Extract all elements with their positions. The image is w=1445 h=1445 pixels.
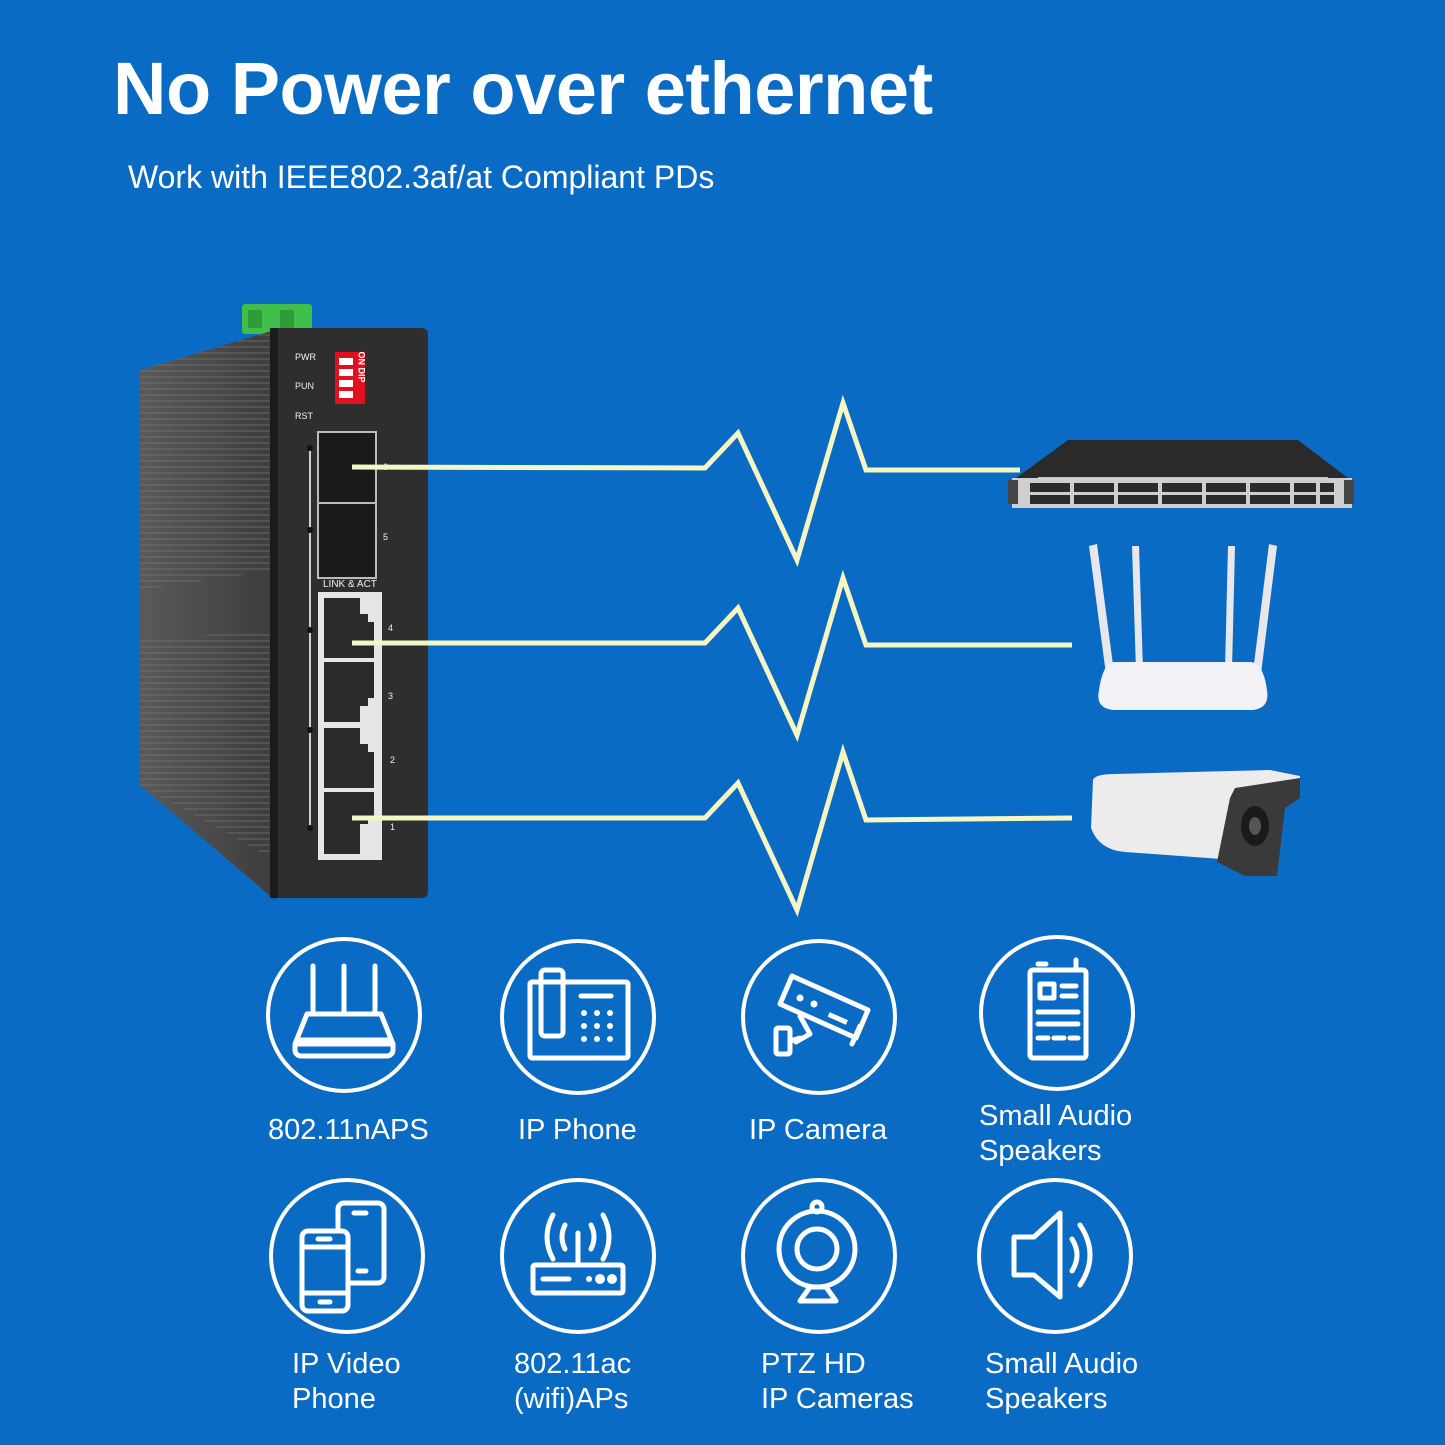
signal-line-port-1 (352, 743, 1073, 918)
device-item-ptz-hd-ip-cameras: PTZ HD IP Cameras (740, 1177, 940, 1415)
rj45-port-3-label: 3 (388, 691, 394, 701)
rj45-port-2-label: 2 (390, 755, 396, 765)
device-item-small-audio-speakers-2: Small Audio Speakers (976, 1177, 1176, 1415)
wireless-ap-icon (500, 1178, 656, 1334)
device-item-80211n-aps: 802.11nAPS (265, 936, 465, 1146)
device-label-line1: IP Video (292, 1348, 401, 1380)
webcam-icon (741, 1178, 897, 1334)
rst-button-label: RST (295, 411, 313, 421)
sfp-port-5-label: 5 (383, 532, 389, 542)
signal-line-port-6 (351, 394, 1020, 568)
device-item-80211ac-aps: 802.11ac (wifi)APs (499, 1177, 699, 1415)
switch-body-icon (140, 304, 428, 900)
signal-line-port-4 (352, 569, 1072, 743)
bullet-camera-photo-icon (1085, 768, 1307, 880)
device-label-line2: Speakers (979, 1135, 1102, 1167)
wifi-router-icon (266, 937, 422, 1093)
device-label-line1: Small Audio (985, 1348, 1139, 1380)
device-item-ip-camera: IP Camera (740, 938, 940, 1148)
speaker-icon (977, 1178, 1133, 1334)
page-title: No Power over ethernet (113, 47, 933, 130)
device-item-ip-phone: IP Phone (499, 938, 699, 1148)
device-label: PTZ HD IP Cameras (761, 1347, 914, 1417)
device-item-small-audio-speakers-1: Small Audio Speakers (978, 934, 1178, 1167)
device-label-line2: Phone (292, 1383, 376, 1415)
device-label-line1: PTZ HD (761, 1348, 866, 1380)
device-item-ip-video-phone: IP Video Phone (268, 1177, 468, 1415)
device-label: IP Camera (749, 1114, 888, 1146)
rack-switch-icon (1008, 438, 1354, 510)
pun-indicator-label: PUN (295, 381, 315, 391)
device-label-line2: IP Cameras (761, 1383, 914, 1415)
desk-phone-icon (500, 939, 656, 1095)
industrial-switch-illustration: PWR PUN RST ON DIP 6 5 LINK & ACT 4 3 2 … (130, 300, 440, 910)
device-label-line1: 802.11ac (514, 1348, 632, 1380)
rj45-port-1-label: 1 (390, 822, 396, 832)
device-label: IP Phone (518, 1114, 637, 1146)
page-subtitle: Work with IEEE802.3af/at Compliant PDs (128, 159, 715, 195)
device-label-line1: Small Audio (979, 1100, 1133, 1132)
walkie-talkie-icon (979, 935, 1135, 1091)
security-camera-icon (741, 939, 897, 1095)
rj45-port-4-label: 4 (388, 623, 394, 633)
device-label: 802.11ac (wifi)APs (514, 1347, 631, 1417)
device-label: 802.11nAPS (268, 1114, 429, 1146)
device-label: IP Video Phone (292, 1347, 401, 1417)
device-label: Small Audio Speakers (979, 1099, 1132, 1169)
device-label-line2: Speakers (985, 1383, 1108, 1415)
link-act-label: LINK & ACT (323, 579, 377, 590)
device-label: Small Audio Speakers (985, 1347, 1138, 1417)
pwr-indicator-label: PWR (295, 352, 316, 362)
wifi-router-photo-icon (1085, 540, 1280, 715)
device-label-line2: (wifi)APs (514, 1383, 629, 1415)
smartphones-icon (269, 1178, 425, 1334)
